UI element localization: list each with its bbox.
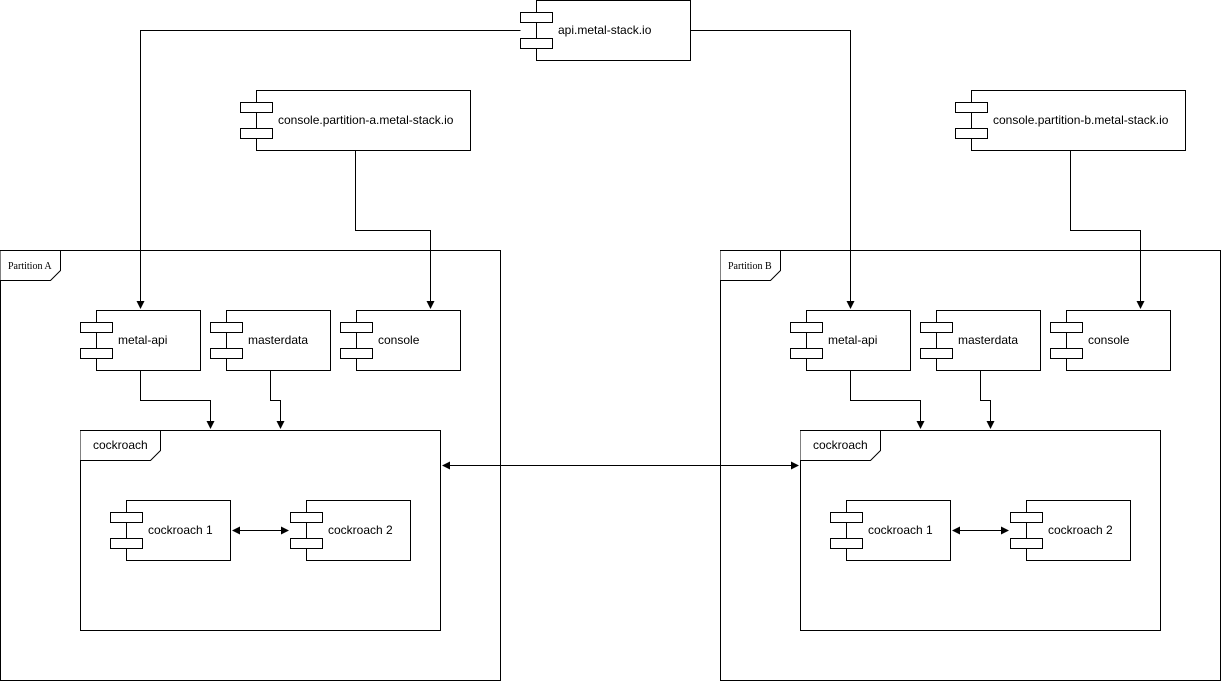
api-label: api.metal-stack.io bbox=[558, 23, 652, 37]
component-console-a bbox=[240, 90, 471, 151]
component-cockroach1-b bbox=[830, 500, 951, 561]
masterdata-b-label: masterdata bbox=[958, 333, 1019, 347]
cockroach1-a-label: cockroach 1 bbox=[148, 523, 213, 537]
component-metal-api-b bbox=[790, 310, 911, 371]
console-a-url-label: console.partition-a.metal-stack.io bbox=[278, 113, 454, 127]
component-console-pb bbox=[1050, 310, 1171, 371]
cockroach2-b-label: cockroach 2 bbox=[1048, 523, 1113, 537]
metal-api-b-label: metal-api bbox=[828, 333, 878, 347]
component-cockroach2-a bbox=[290, 500, 411, 561]
component-api bbox=[520, 0, 691, 61]
cockroach-a-title: cockroach bbox=[93, 438, 148, 452]
edge-api-to-metal-api-b bbox=[690, 30, 855, 309]
edge-masterdata-a-to-cockroach bbox=[270, 370, 285, 429]
component-metal-api-a bbox=[80, 310, 201, 371]
cockroach-b-title: cockroach bbox=[813, 438, 868, 452]
edge-console-b-to-console bbox=[1070, 150, 1145, 309]
edge-console-a-to-console bbox=[355, 150, 435, 309]
partition-a-title: Partition A bbox=[8, 261, 52, 272]
edge-masterdata-b-to-cockroach bbox=[980, 370, 995, 429]
component-cockroach2-b bbox=[1010, 500, 1131, 561]
edge-metal-api-a-to-cockroach bbox=[140, 370, 215, 429]
masterdata-a-label: masterdata bbox=[248, 333, 309, 347]
component-console-pa bbox=[340, 310, 461, 371]
cockroach1-b-label: cockroach 1 bbox=[868, 523, 933, 537]
edge-metal-api-b-to-cockroach bbox=[850, 370, 925, 429]
console-pb-label: console bbox=[1088, 333, 1130, 347]
edge-api-to-metal-api-a bbox=[136, 30, 521, 309]
component-cockroach1-a bbox=[110, 500, 231, 561]
metal-api-a-label: metal-api bbox=[118, 333, 168, 347]
component-masterdata-a bbox=[210, 310, 331, 371]
cockroach2-a-label: cockroach 2 bbox=[328, 523, 393, 537]
console-b-url-label: console.partition-b.metal-stack.io bbox=[993, 113, 1169, 127]
console-pa-label: console bbox=[378, 333, 420, 347]
partition-b-title: Partition B bbox=[728, 261, 772, 272]
component-masterdata-b bbox=[920, 310, 1041, 371]
component-console-b bbox=[955, 90, 1186, 151]
